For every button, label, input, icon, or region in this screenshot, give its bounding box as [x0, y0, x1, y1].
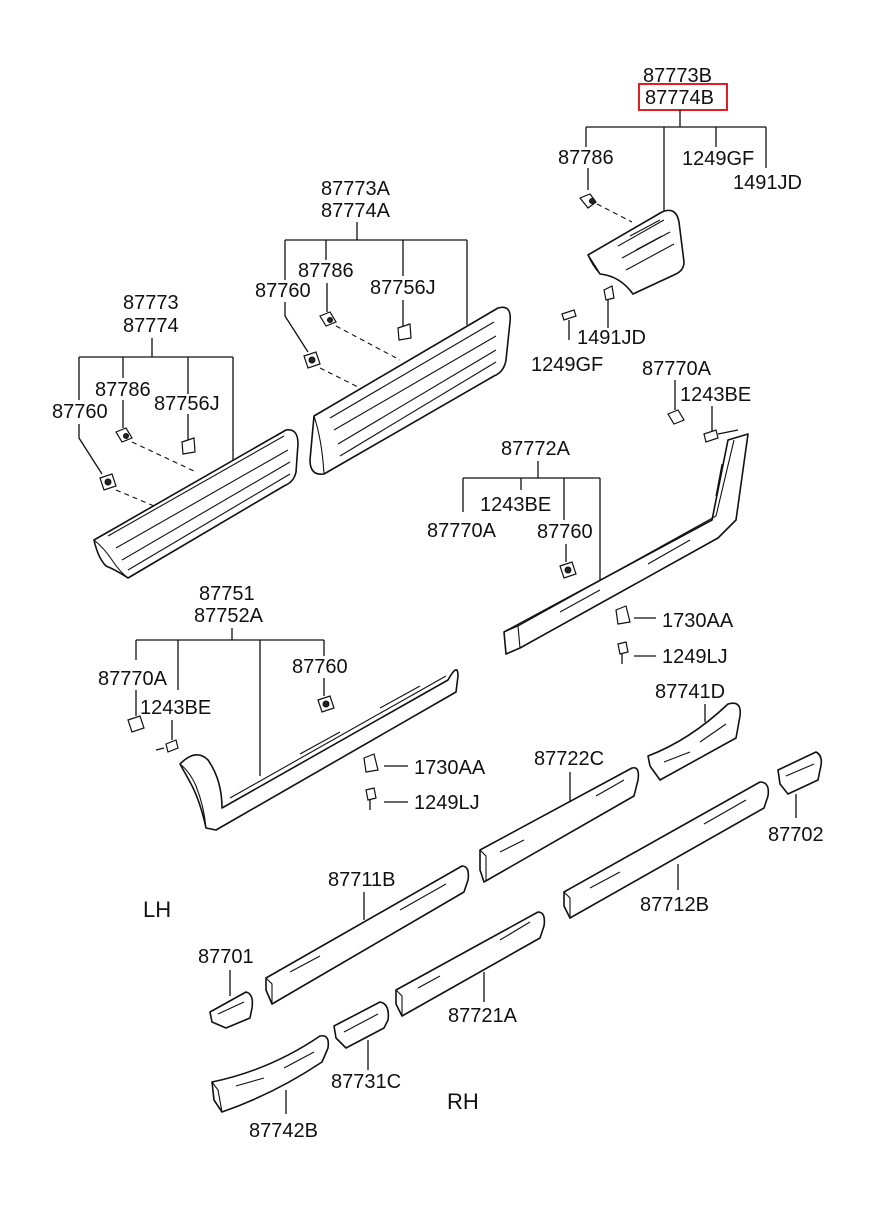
nut-icon — [363, 753, 379, 773]
clip-icon — [579, 193, 597, 209]
label-87756j-left[interactable]: 87756J — [154, 393, 220, 415]
clip-icon — [667, 409, 685, 425]
group-87773a: 87773A 87774A 87786 87760 87756J — [255, 178, 512, 476]
label-87760-right[interactable]: 87760 — [537, 521, 593, 543]
label-1243be-right-b[interactable]: 1243BE — [480, 494, 551, 516]
panel-87711b — [265, 865, 470, 1005]
part-label-87712b[interactable]: 87712B — [640, 894, 709, 916]
part-label-87721a[interactable]: 87721A — [448, 1005, 518, 1027]
panel-87731c — [333, 1001, 390, 1049]
grommet-icon — [559, 561, 577, 579]
group-87773: 87773 87774 87786 87756J 87760 — [52, 292, 299, 579]
panel-87721a — [395, 911, 546, 1017]
part-label-87722c[interactable]: 87722C — [534, 748, 604, 770]
group-87751: 87751 87752A 87760 87770A 1243BE 1730AA … — [98, 583, 486, 831]
screw-icon — [703, 429, 739, 443]
panel-87741d — [647, 702, 742, 781]
leader-left-parts — [78, 400, 189, 475]
grommet-icon — [99, 473, 117, 491]
dashed-guide — [596, 203, 633, 223]
part-label-87774[interactable]: 87774 — [123, 315, 179, 337]
panel-87742b — [211, 1034, 330, 1113]
leader-lines-87772a — [462, 461, 601, 582]
clip-icon — [319, 311, 337, 327]
door-moulding-87773 — [93, 428, 299, 579]
label-87786-left[interactable]: 87786 — [95, 379, 151, 401]
leader-lower-hw — [135, 678, 325, 740]
grommet-icon — [317, 695, 335, 713]
label-87786-top[interactable]: 87786 — [558, 147, 614, 169]
nut-icon — [615, 605, 631, 625]
panel-87702 — [777, 751, 823, 795]
panel-87722c — [479, 766, 640, 883]
label-1491jd-top[interactable]: 1491JD — [733, 172, 802, 194]
group-bottom-panels: 87741D 87722C 87702 87712B 877 — [143, 681, 824, 1142]
clip-icon — [603, 285, 615, 328]
grommet-icon — [303, 351, 321, 369]
screw-icon — [155, 739, 179, 753]
group-87772a: 87770A 1243BE 87772A 1243BE 87770A 87760… — [427, 358, 751, 668]
leader-lines-87773a — [284, 222, 468, 325]
side-sill-moulding-87751 — [179, 669, 459, 831]
label-87770a-right[interactable]: 87770A — [642, 358, 712, 380]
panel-87701 — [209, 991, 254, 1029]
label-87760-lower[interactable]: 87760 — [292, 656, 348, 678]
clip-icon — [115, 427, 133, 443]
leader-lines-87773 — [78, 338, 234, 460]
clip-icon — [181, 437, 196, 455]
door-moulding-87773a — [309, 306, 512, 476]
label-1249lj-right[interactable]: 1249LJ — [662, 646, 728, 668]
label-87786-mid[interactable]: 87786 — [298, 260, 354, 282]
screw-icon — [617, 641, 629, 664]
part-label-87751[interactable]: 87751 — [199, 583, 255, 605]
part-label-87731c[interactable]: 87731C — [331, 1071, 401, 1093]
screw-icon — [365, 787, 377, 810]
highlight-box — [638, 83, 728, 111]
label-1249gf-bottom[interactable]: 1249GF — [531, 354, 603, 376]
part-label-87774b[interactable]: 87774B — [645, 87, 714, 109]
panel-87712b — [563, 781, 770, 919]
label-87770a-right-b[interactable]: 87770A — [427, 520, 497, 542]
label-87756j-mid[interactable]: 87756J — [370, 277, 436, 299]
side-sill-moulding-87772a — [503, 433, 749, 655]
part-label-87773a[interactable]: 87773A — [321, 178, 391, 200]
group-87773b: 87773B 87774B 87786 1249GF 1491JD — [531, 65, 802, 376]
part-label-87742b[interactable]: 87742B — [249, 1120, 318, 1142]
part-label-87701[interactable]: 87701 — [198, 946, 254, 968]
clip-icon — [397, 323, 412, 341]
part-label-87702[interactable]: 87702 — [768, 824, 824, 846]
part-label-87773b[interactable]: 87773B — [643, 65, 712, 87]
side-label-lh: LH — [143, 897, 171, 922]
side-label-rh: RH — [447, 1089, 479, 1114]
leader-right-hw — [674, 380, 713, 432]
part-label-87773[interactable]: 87773 — [123, 292, 179, 314]
part-label-87711b[interactable]: 87711B — [328, 869, 395, 891]
label-1491jd-bottom[interactable]: 1491JD — [577, 327, 646, 349]
door-scuff-garnish-87773b — [587, 209, 685, 295]
part-label-87774a[interactable]: 87774A — [321, 200, 391, 222]
leader-lines-87751 — [135, 628, 325, 776]
label-1249lj-lower[interactable]: 1249LJ — [414, 792, 480, 814]
dashed-guides-left — [115, 441, 197, 507]
label-87760-left[interactable]: 87760 — [52, 401, 108, 423]
leader-lines-87773b — [585, 110, 767, 212]
label-1730aa-right[interactable]: 1730AA — [662, 610, 734, 632]
label-87770a-lower[interactable]: 87770A — [98, 668, 168, 690]
label-1243be-right[interactable]: 1243BE — [680, 384, 751, 406]
screw-icon — [561, 309, 577, 340]
part-label-87741d[interactable]: 87741D — [655, 681, 725, 703]
label-1243be-lower[interactable]: 1243BE — [140, 697, 211, 719]
label-1730aa-lower[interactable]: 1730AA — [414, 757, 486, 779]
dashed-guides-mid — [319, 325, 401, 389]
label-87760-mid[interactable]: 87760 — [255, 280, 311, 302]
part-label-87772a[interactable]: 87772A — [501, 438, 571, 460]
leader-mid-parts — [284, 283, 404, 353]
clip-icon — [127, 715, 145, 733]
label-1249gf-top[interactable]: 1249GF — [682, 148, 754, 170]
part-label-87752a[interactable]: 87752A — [194, 605, 264, 627]
